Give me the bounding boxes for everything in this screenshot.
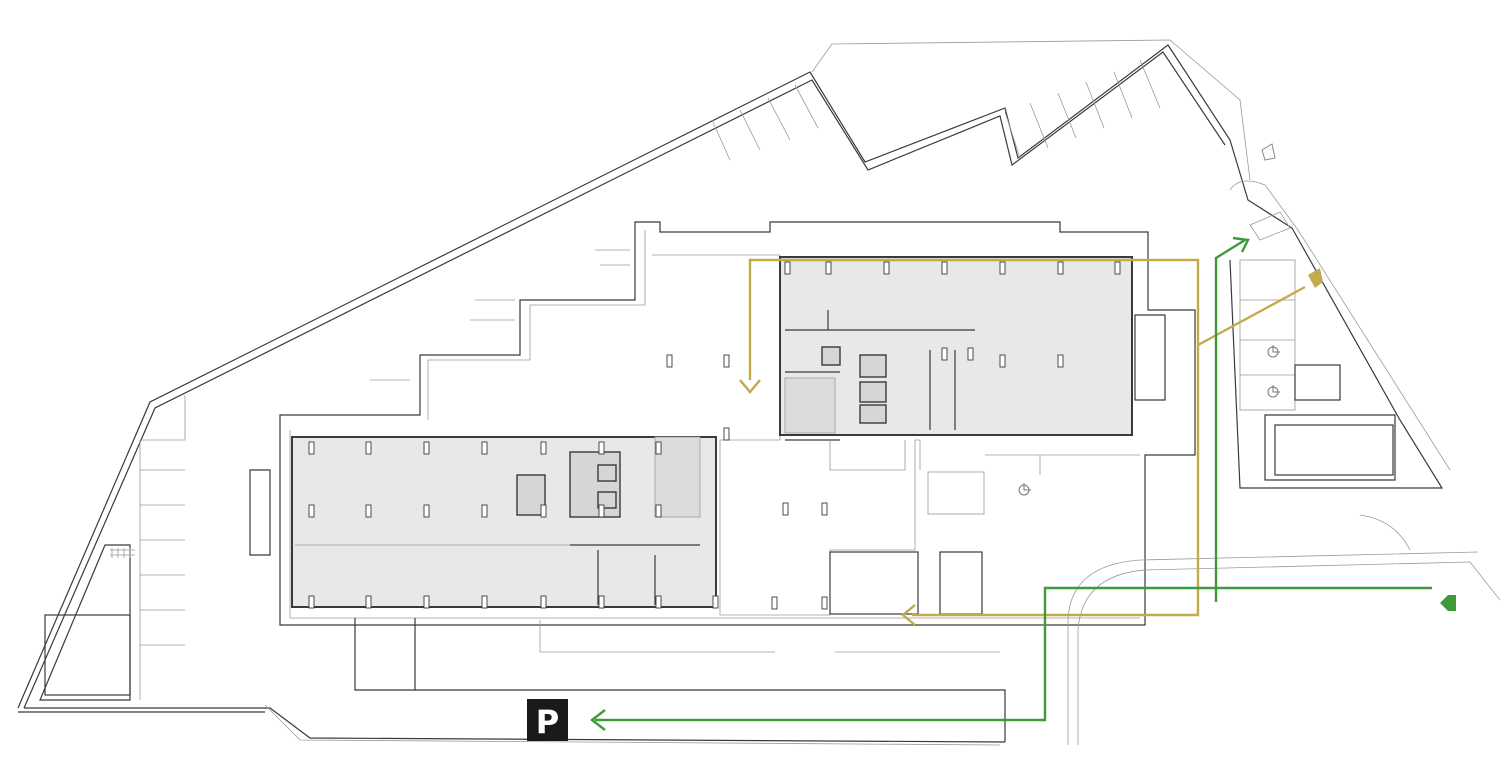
- columns: [308, 261, 1121, 609]
- structural-column: [655, 504, 662, 518]
- structural-column: [540, 441, 547, 455]
- building-a: [249, 436, 717, 608]
- structural-column: [540, 504, 547, 518]
- structural-column: [365, 504, 372, 518]
- vehicle-route: [590, 236, 1456, 731]
- structural-column: [999, 261, 1006, 275]
- structural-column: [598, 595, 605, 609]
- structural-column: [481, 595, 488, 609]
- structural-column: [655, 441, 662, 455]
- structural-column: [598, 441, 605, 455]
- top-parking-bays: [711, 59, 1161, 161]
- parking-icon: P: [527, 699, 568, 741]
- structural-column: [941, 347, 948, 361]
- structural-column: [825, 261, 832, 275]
- structural-column: [423, 504, 430, 518]
- structural-column: [308, 595, 315, 609]
- structural-column: [540, 595, 547, 609]
- structural-column: [967, 347, 974, 361]
- entry-arrow-icon: [1308, 268, 1323, 288]
- structural-column: [598, 504, 605, 518]
- structural-column: [999, 354, 1006, 368]
- structural-column: [1057, 354, 1064, 368]
- left-parking-bays: [39, 395, 186, 701]
- building-b: [779, 256, 1166, 471]
- structural-column: [941, 261, 948, 275]
- road: [1067, 551, 1500, 745]
- structural-column: [365, 595, 372, 609]
- parking-sign-label: P: [536, 703, 559, 741]
- structural-column: [365, 441, 372, 455]
- structural-column: [481, 504, 488, 518]
- structural-column: [1057, 261, 1064, 275]
- entry-arrow-icon: [1440, 595, 1456, 611]
- structural-column: [423, 441, 430, 455]
- right-parking: [1239, 211, 1411, 551]
- structural-column: [784, 261, 791, 275]
- structural-column: [308, 441, 315, 455]
- structural-column: [423, 595, 430, 609]
- site-boundary: [17, 39, 1451, 746]
- structural-column: [1114, 261, 1121, 275]
- accessible-parking-icon: [1018, 345, 1280, 496]
- structural-column: [481, 441, 488, 455]
- structural-column: [308, 504, 315, 518]
- structural-column: [655, 595, 662, 609]
- podium-outline: [279, 221, 1196, 626]
- structural-column: [712, 595, 719, 609]
- bicycle-icon: [1261, 143, 1276, 161]
- structural-column: [883, 261, 890, 275]
